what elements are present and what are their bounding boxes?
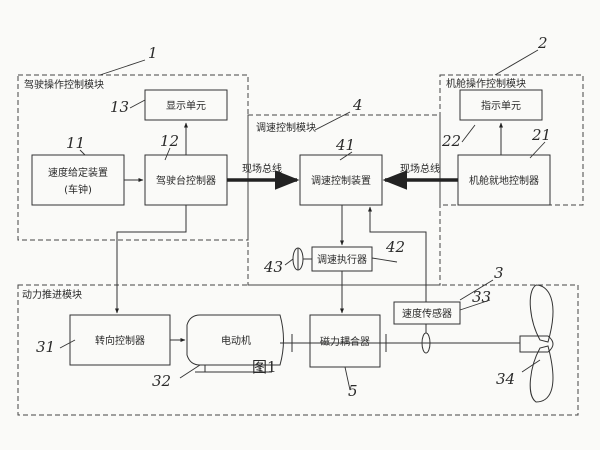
field-bus-left-label: 现场总线 (242, 162, 282, 175)
propeller-icon (519, 284, 554, 403)
ref-num-5: 5 (348, 382, 358, 400)
speed-sensor-label: 速度传感器 (402, 307, 452, 320)
ref-num-33: 33 (472, 288, 491, 306)
figure-label: 图1 (252, 358, 277, 376)
ref-num-11: 11 (66, 134, 85, 152)
speed-sensor-block: 速度传感器 (393, 301, 461, 325)
ref-num-1: 1 (148, 44, 158, 62)
ref-num-3: 3 (494, 264, 504, 282)
speed-setter-label-line2: (车钟) (64, 183, 92, 196)
ref-num-4: 4 (352, 96, 363, 114)
ref-num-42: 42 (385, 238, 405, 256)
steering-controller-block: 转向控制器 (69, 314, 171, 366)
field-bus-left: 现场总线 (227, 162, 300, 190)
bridge-controller-block: 驾驶台控制器 (144, 154, 228, 206)
motor-label: 电动机 (221, 334, 251, 347)
speed-setter-label-line1: 速度给定装置 (48, 166, 108, 179)
ref-num-13: 13 (110, 98, 129, 116)
ref-num-41: 41 (335, 136, 355, 154)
speed-actuator-label: 调速执行器 (317, 253, 367, 266)
speed-control-module-title: 调速控制模块 (256, 121, 316, 134)
engine-room-module-title: 机舱操作控制模块 (446, 77, 526, 90)
sensor-to-device-arrow (368, 206, 427, 302)
field-bus-right-label: 现场总线 (400, 162, 440, 175)
ref-num-31: 31 (36, 338, 55, 356)
indicator-unit-block: 指示单元 (459, 89, 543, 121)
ref-num-2: 2 (537, 34, 548, 52)
ref-num-32: 32 (152, 372, 171, 390)
display-unit-label: 显示单元 (166, 100, 206, 112)
propulsion-module-title: 动力推进模块 (22, 288, 82, 301)
ref-num-22: 22 (441, 132, 461, 150)
motor-block: 电动机 (186, 314, 284, 373)
bridge-module-title: 驾驶操作控制模块 (24, 78, 104, 91)
speed-control-device-block: 调速控制装置 (299, 154, 383, 206)
magnetic-coupler-label: 磁力耦合器 (320, 335, 370, 348)
ref-num-34: 34 (496, 370, 515, 388)
bridge-to-steering-arrow (115, 205, 187, 314)
local-controller-block: 机舱就地控制器 (457, 154, 551, 206)
ref-num-12: 12 (160, 132, 179, 150)
magnetic-coupler-block: 磁力耦合器 (309, 314, 381, 368)
indicator-unit-label: 指示单元 (481, 99, 521, 112)
bridge-controller-label: 驾驶台控制器 (156, 174, 216, 187)
steering-controller-label: 转向控制器 (95, 334, 145, 347)
speed-actuator-block: 调速执行器 (311, 246, 373, 272)
display-unit-block: 显示单元 (144, 89, 228, 121)
field-bus-right: 现场总线 (382, 162, 458, 190)
propulsion-module: 动力推进模块 (17, 284, 579, 416)
speed-setter-block: 速度给定装置 (车钟) (31, 154, 125, 206)
speed-control-device-label: 调速控制装置 (311, 174, 371, 187)
ref-num-43: 43 (263, 258, 283, 276)
ref-num-21: 21 (531, 126, 551, 144)
local-controller-label: 机舱就地控制器 (469, 174, 539, 187)
actuator-element-icon (292, 247, 312, 271)
